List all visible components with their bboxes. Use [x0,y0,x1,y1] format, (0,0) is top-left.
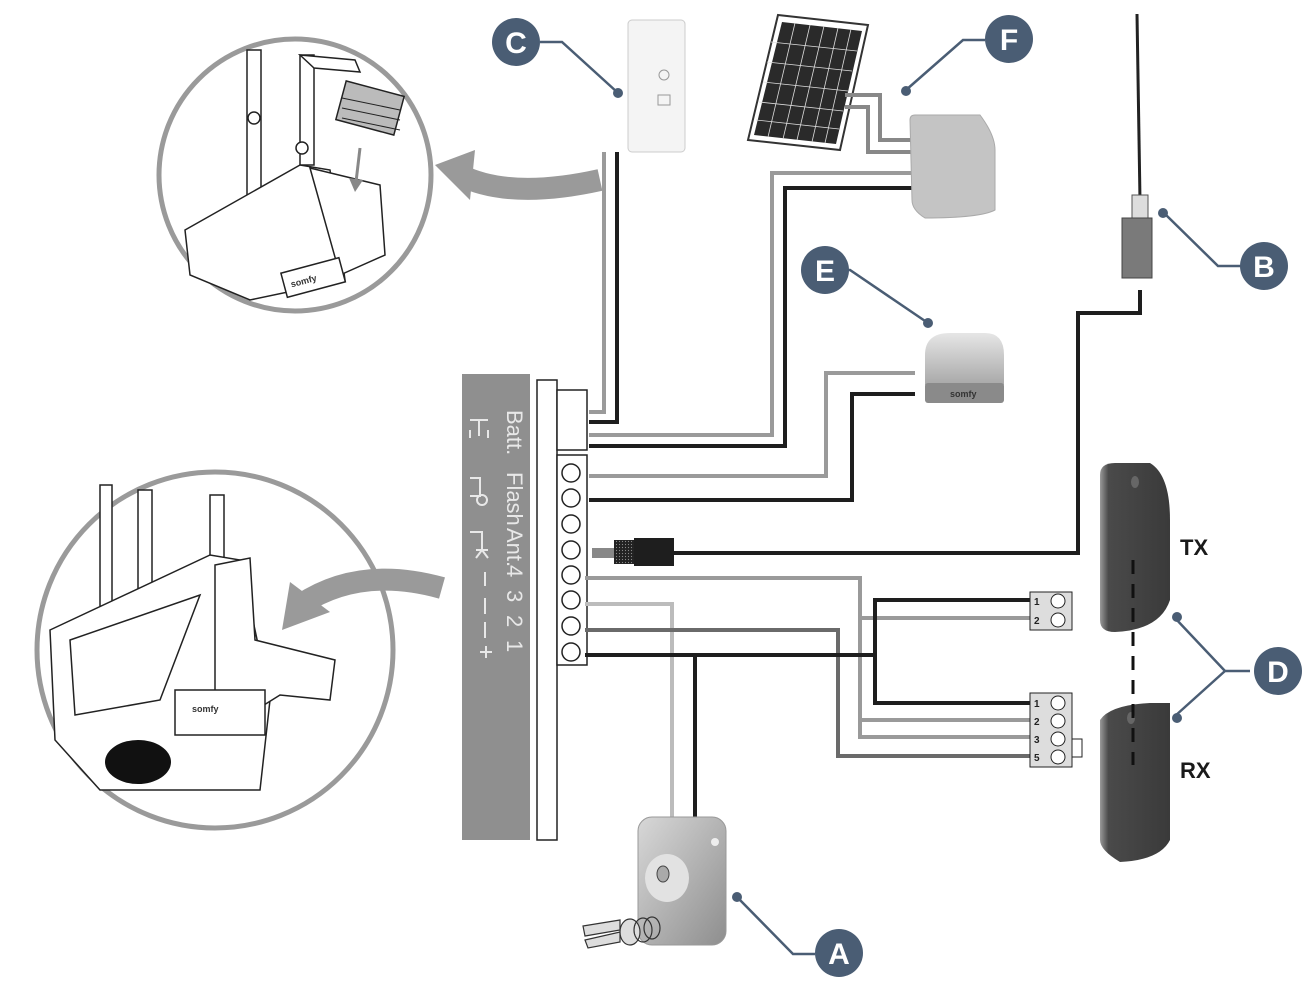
detail-terminal-access: somfy [34,469,396,831]
callout-badge-a[interactable]: A [815,929,863,977]
plus-symbol [480,646,492,658]
label-ant: Ant. [502,528,527,567]
wire-term2 [585,628,1030,758]
svg-text:C: C [505,27,527,60]
photocell-tx [1100,463,1170,632]
battery-icon [469,419,489,438]
callout-badge-b[interactable]: B [1240,242,1288,290]
rx-term-1: 1 [1034,699,1040,710]
svg-text:E: E [815,255,835,288]
backup-battery [627,19,686,153]
solar-panel-cable [845,93,912,154]
wire-antenna [672,290,1142,555]
callout-badge-e[interactable]: E [801,246,849,294]
insert-arrow-icon [349,147,363,192]
callout-badge-d[interactable]: D [1254,647,1302,695]
solar-panel [746,13,870,152]
label-flash: Flash [502,472,527,526]
rx-term-2: 2 [1034,717,1040,728]
tx-label: TX [1180,535,1208,560]
callout-dots [613,86,1182,902]
svg-text:D: D [1267,656,1289,689]
brand-text-2: somfy [192,704,219,714]
flashing-light: somfy [925,333,1004,403]
rx-term-5: 5 [1034,753,1040,764]
wire-term1 [585,598,1030,657]
wire-solar-black [589,186,915,448]
tx-term-2: 2 [1034,616,1040,627]
rx-term-3: 3 [1034,735,1040,746]
label-num-4: 4 [502,565,527,577]
flash-lamp-icon [470,477,481,497]
label-batt: Batt. [502,410,527,455]
wire-term1-rx [873,655,1030,705]
rx-terminal-block [1029,692,1083,768]
keys-icon [582,916,661,949]
wire-term4 [585,576,1030,739]
brand-text-flash: somfy [950,389,977,399]
antenna-icon [470,531,489,559]
battery-pack-icon [334,79,406,137]
wire-flash-black [589,392,915,502]
solar-power-box [909,114,996,219]
callout-badge-c[interactable]: C [492,18,540,66]
curved-arrow-top-icon [435,150,603,200]
callout-badge-f[interactable]: F [985,15,1033,63]
wire-flash-gray [589,371,915,478]
svg-text:F: F [1000,24,1018,57]
terminal-block [536,379,588,841]
svg-text:A: A [828,938,850,971]
label-num-2: 2 [502,615,527,627]
key-switch [637,816,727,946]
rx-label: RX [1180,758,1211,783]
terminal-label-panel: Batt. Flash Ant. 4 3 2 1 [462,374,530,840]
wire-battery-gray [589,152,606,414]
flash-lamp-bulb-icon [476,494,488,506]
label-num-3: 3 [502,590,527,602]
svg-text:B: B [1253,251,1275,284]
wires [585,152,1142,820]
wire-battery-black [589,152,619,424]
curved-arrow-left-icon [282,568,445,630]
antenna [1121,13,1153,279]
label-num-1: 1 [502,640,527,652]
wire-solar-gray [589,171,915,437]
tx-term-1: 1 [1034,597,1040,608]
detail-battery-install: somfy [156,36,434,314]
coax-connector [592,538,674,566]
tx-terminal-block [1029,591,1073,631]
photocell-rx [1100,703,1170,862]
wire-term3 [585,602,674,820]
